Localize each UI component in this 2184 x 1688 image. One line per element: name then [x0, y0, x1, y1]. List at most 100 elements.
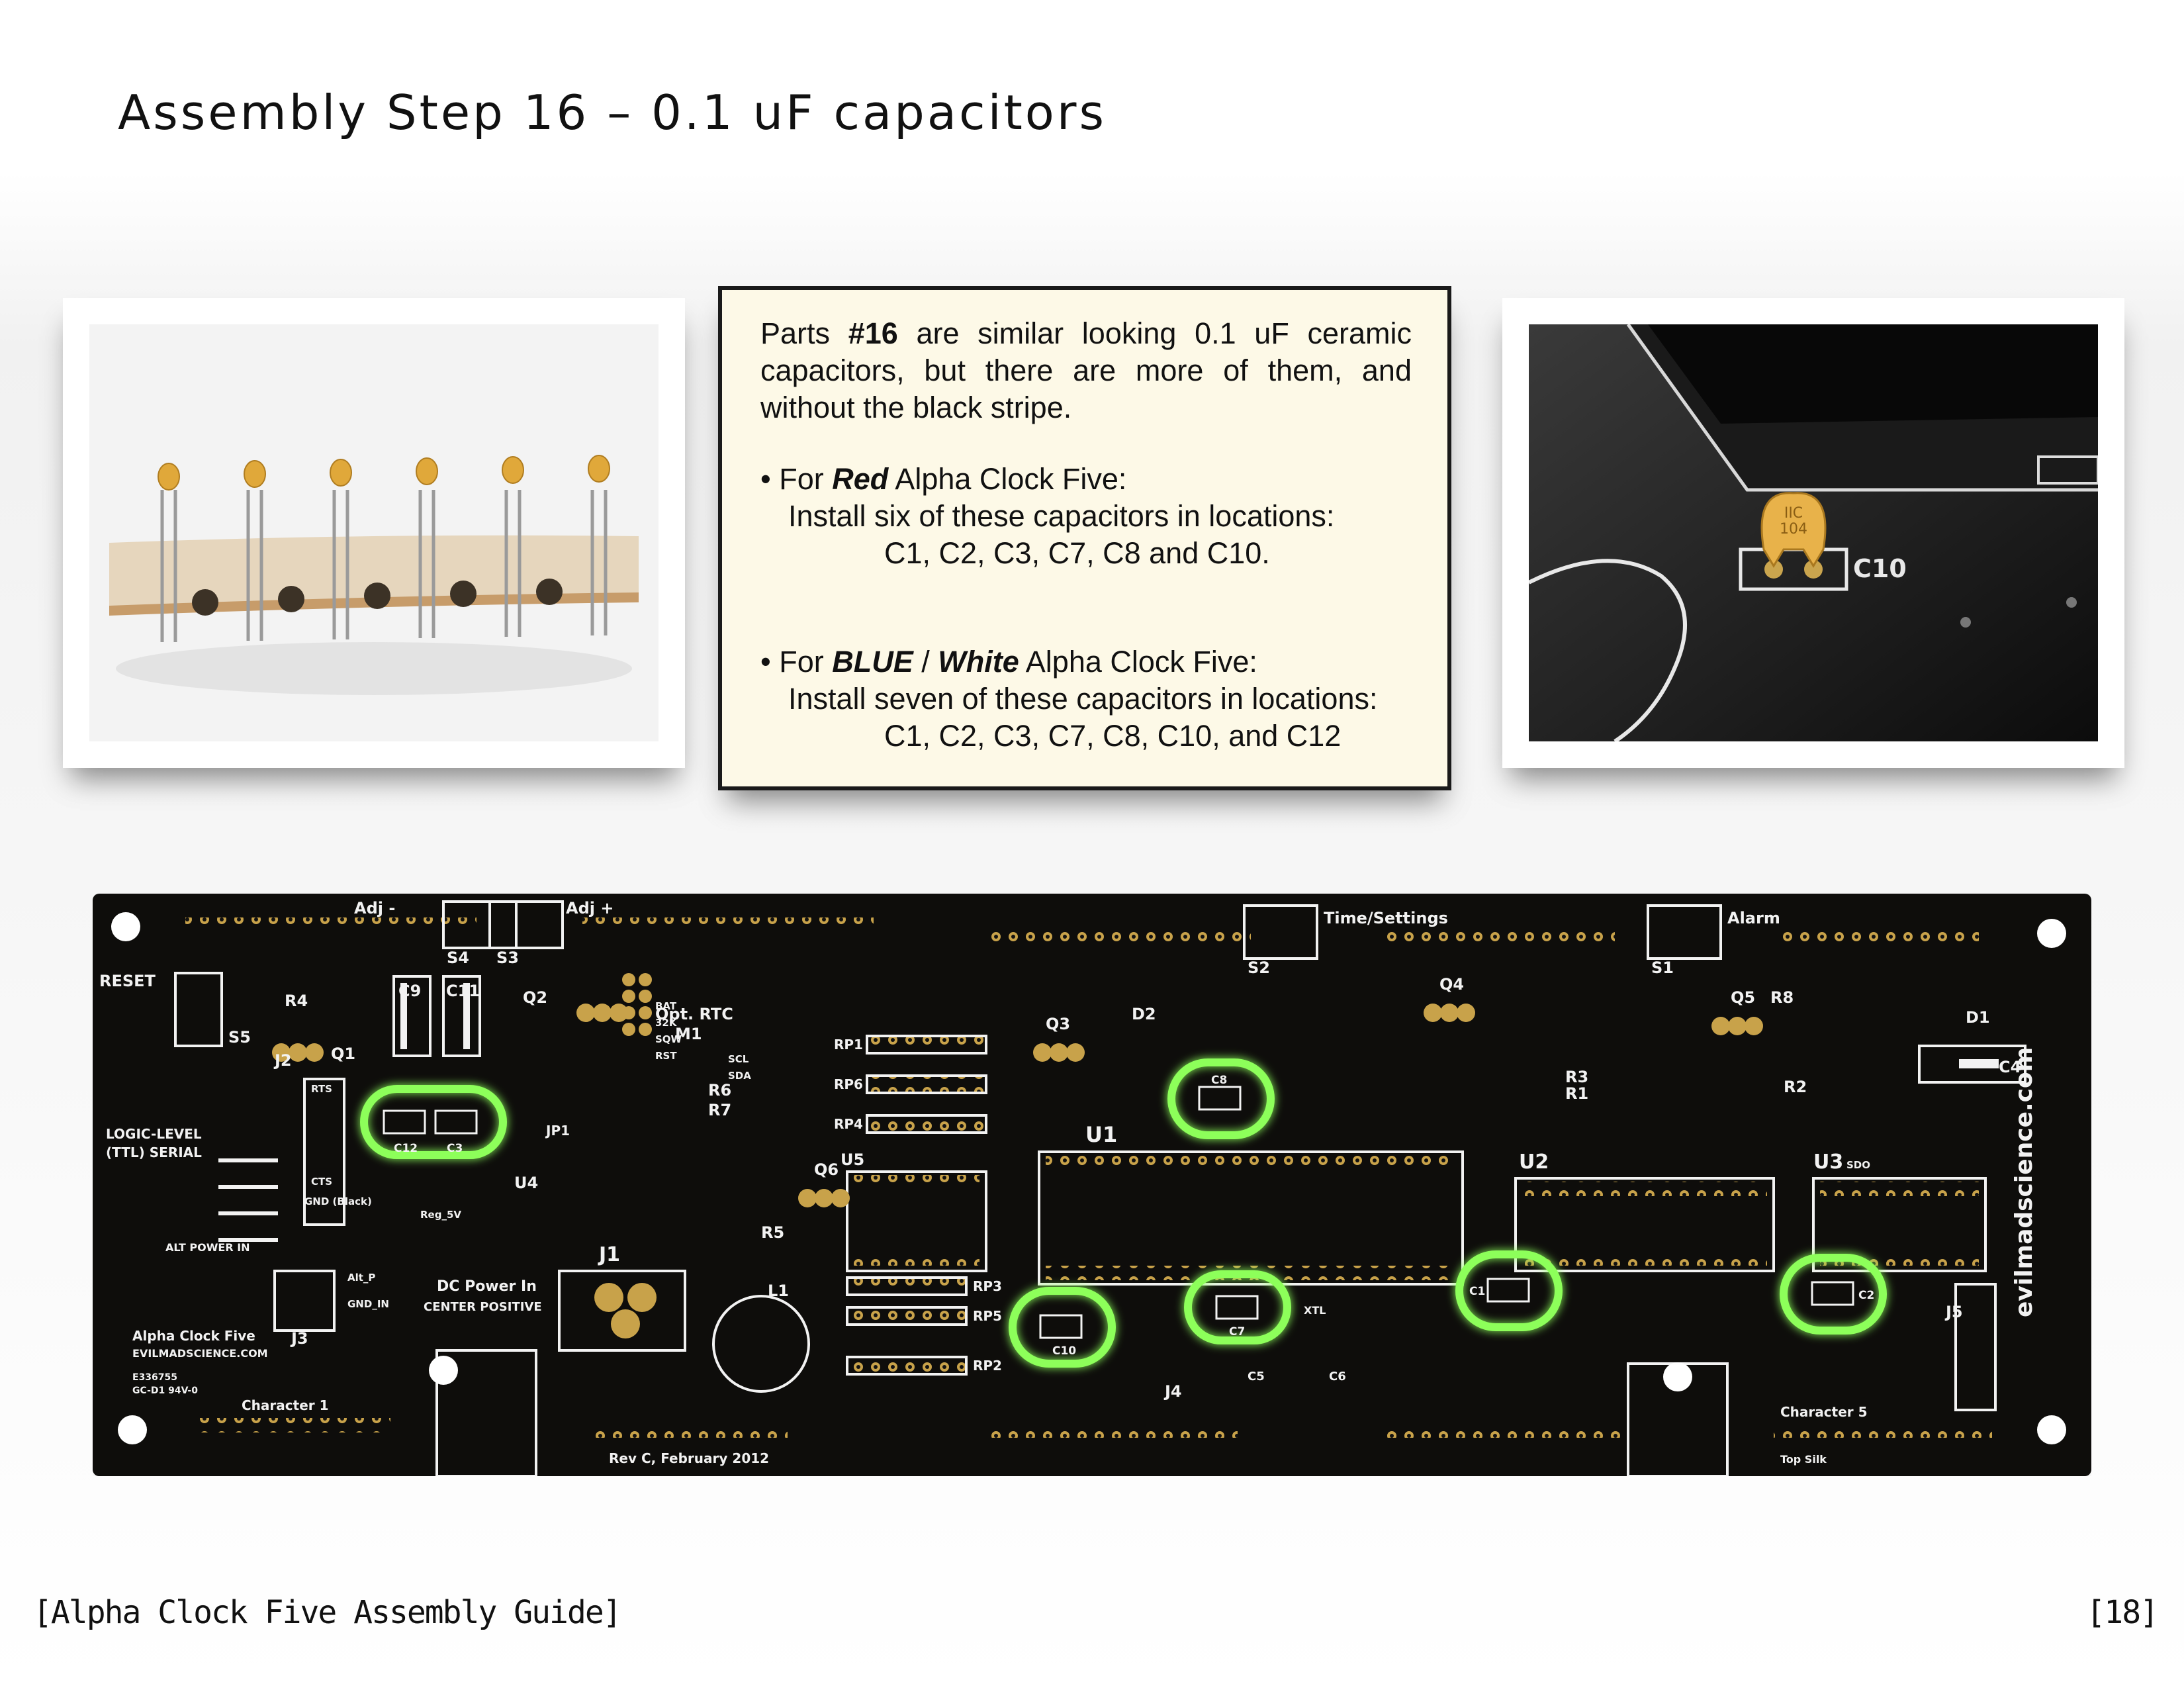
silk-q3: Q3 [1046, 1015, 1070, 1033]
silk-c2: C2 [1858, 1289, 1874, 1302]
capacitor-strip-illustration [89, 324, 659, 741]
highlight-c1 [1455, 1250, 1563, 1331]
silk-d2: D2 [1132, 1005, 1156, 1023]
installed-capacitor-photo-frame: IIC 104 C10 [1502, 298, 2124, 768]
part-number: #16 [848, 316, 898, 350]
silk-j4: J4 [1163, 1382, 1182, 1401]
silk-character-1: Character 1 [242, 1397, 329, 1413]
silk-j2: J2 [273, 1051, 292, 1070]
silk-jp1: JP1 [545, 1123, 570, 1139]
silk-r4: R4 [285, 992, 308, 1010]
silk-adj-plus: Adj + [566, 899, 614, 917]
silk-rts: RTS [311, 1083, 332, 1095]
alpha-clock-five-pcb: RESET Adj - Adj + Time/Settings Alarm Op… [93, 894, 2091, 1477]
red-label: Red [832, 462, 889, 496]
silk-rp4: RP4 [834, 1116, 863, 1132]
highlight-c7 [1184, 1270, 1291, 1344]
silk-d1: D1 [1966, 1008, 1990, 1027]
silk-r8: R8 [1770, 988, 1794, 1007]
footer-guide-title: [Alpha Clock Five Assembly Guide] [33, 1594, 622, 1631]
installed-capacitor-illustration: IIC 104 C10 [1529, 324, 2098, 741]
silk-adj-minus: Adj - [354, 899, 395, 917]
silk-q5: Q5 [1731, 988, 1755, 1007]
silk-rp5: RP5 [973, 1308, 1002, 1324]
silk-top-silk: Top Silk [1780, 1453, 1827, 1466]
silk-q2: Q2 [523, 988, 547, 1007]
silk-c7: C7 [1229, 1325, 1245, 1338]
silk-alpha-clock-five: Alpha Clock Five [132, 1328, 255, 1344]
red-instruction: Install six of these capacitors in locat… [788, 499, 1335, 533]
silk-sqw: SQW [655, 1033, 682, 1045]
silk-bat: BAT [655, 1000, 677, 1012]
silk-r6: R6 [708, 1081, 731, 1100]
silk-logic-level: LOGIC-LEVEL [106, 1126, 202, 1142]
silk-32k: 32K [655, 1017, 678, 1029]
silk-reg-5v: Reg_5V [420, 1209, 461, 1221]
silk-sda: SDA [728, 1070, 751, 1082]
silk-j1: J1 [598, 1243, 620, 1266]
blue-locations: C1, C2, C3, C7, C8, C10, and C12 [884, 719, 1342, 753]
capacitor-strip-photo [89, 324, 659, 741]
silk-opt-rtc: Opt. RTC [655, 1005, 733, 1023]
blue-version-instructions: • For BLUE / White Alpha Clock Five: Ins… [760, 643, 1412, 755]
silk-u3: U3 [1813, 1150, 1843, 1174]
silk-xtl: XTL [1304, 1304, 1326, 1317]
silk-gnd-in: GND_IN [347, 1298, 389, 1310]
note-intro: Parts #16 are similar looking 0.1 uF cer… [760, 316, 1412, 424]
silk-c11: C11 [446, 982, 480, 1000]
silk-r1: R1 [1565, 1084, 1588, 1103]
highlight-rings [360, 1058, 1887, 1368]
silk-alt-power: ALT POWER IN [165, 1241, 250, 1254]
silk-website: evilmadscience.com [2011, 1047, 2038, 1317]
silk-rst: RST [655, 1050, 677, 1062]
silk-u5: U5 [841, 1150, 864, 1169]
silk-rp3: RP3 [973, 1278, 1002, 1294]
silk-m1: M1 [675, 1025, 702, 1043]
silk-s3: S3 [496, 949, 519, 967]
silk-rp1: RP1 [834, 1037, 863, 1053]
silk-r2: R2 [1784, 1078, 1807, 1096]
highlight-c8 [1167, 1058, 1275, 1139]
silk-reset: RESET [99, 972, 156, 990]
silk-s2: S2 [1248, 959, 1270, 977]
silk-q4: Q4 [1439, 975, 1464, 994]
silk-u4: U4 [514, 1174, 538, 1192]
installed-capacitor-photo: IIC 104 C10 [1529, 324, 2098, 741]
silk-j3: J3 [290, 1329, 308, 1348]
silk-r5: R5 [761, 1223, 784, 1242]
cap-marking-2: 104 [1780, 521, 1807, 538]
white-label: White [938, 645, 1019, 679]
silk-s5: S5 [228, 1028, 251, 1047]
highlight-c10 [1009, 1287, 1116, 1368]
silk-s4: S4 [447, 949, 469, 967]
silk-q6: Q6 [814, 1160, 839, 1179]
silk-s1: S1 [1651, 959, 1674, 977]
silk-c10-label: C10 [1853, 554, 1907, 583]
silk-c10: C10 [1052, 1344, 1076, 1358]
silk-ems: EVILMADSCIENCE.COM [132, 1347, 268, 1360]
silk-c1: C1 [1469, 1285, 1485, 1298]
silk-c6: C6 [1329, 1370, 1346, 1383]
silk-c3: C3 [447, 1142, 463, 1155]
silk-cts: CTS [311, 1176, 332, 1188]
red-version-instructions: • For Red Alpha Clock Five: Install six … [760, 461, 1412, 572]
silk-c12: C12 [394, 1142, 418, 1155]
silk-center-positive: CENTER POSITIVE [424, 1300, 542, 1314]
silk-gnd-black: GND (Black) [304, 1196, 372, 1207]
silk-c4: C4 [1999, 1058, 2021, 1076]
silk-u2: U2 [1519, 1150, 1549, 1174]
silk-rp2: RP2 [973, 1358, 1002, 1374]
silk-c5: C5 [1248, 1370, 1265, 1383]
silk-cert-2: GC-D1 94V-0 [132, 1385, 198, 1396]
blue-label: BLUE [832, 645, 913, 679]
silk-r7: R7 [708, 1101, 731, 1119]
silk-c8: C8 [1211, 1074, 1227, 1087]
silk-l1: L1 [768, 1282, 789, 1300]
silk-c9: C9 [398, 982, 421, 1000]
silk-rev: Rev C, February 2012 [609, 1450, 769, 1466]
silk-rp6: RP6 [834, 1076, 863, 1092]
silk-r3: R3 [1565, 1068, 1588, 1086]
footer-page-number: [18] [2086, 1594, 2159, 1631]
silk-sdo: SDO [1846, 1159, 1870, 1171]
capacitor-strip-photo-frame [63, 298, 685, 768]
